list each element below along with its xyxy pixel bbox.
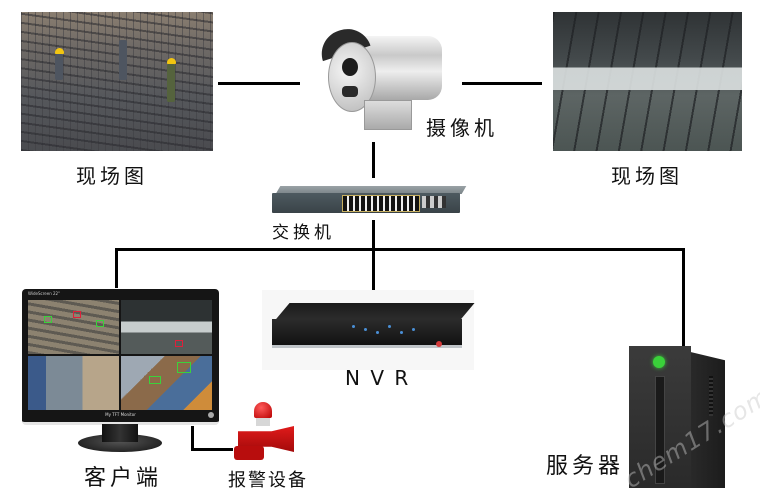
camera-ir-light-icon bbox=[342, 86, 358, 97]
server-logo-icon bbox=[653, 356, 665, 368]
worker-figure bbox=[55, 54, 63, 80]
monitor-icon: WideScreen 22" My TFT Monitor bbox=[22, 289, 219, 425]
server-front-strip bbox=[655, 376, 665, 484]
scene-left-label: 现场图 bbox=[76, 164, 148, 188]
nvr-led bbox=[376, 331, 379, 334]
video-feed-2 bbox=[121, 300, 212, 354]
nvr-led bbox=[388, 325, 391, 328]
edge-switch-trunk bbox=[372, 220, 375, 296]
scene-right-label: 现场图 bbox=[611, 164, 683, 188]
monitor-brand-text: WideScreen 22" bbox=[28, 291, 60, 296]
alarm-beacon-neck bbox=[256, 418, 270, 426]
camera-mount bbox=[364, 100, 412, 130]
nvr-led bbox=[400, 331, 403, 334]
switch-label: 交换机 bbox=[272, 223, 335, 243]
nvr-power-icon bbox=[436, 341, 442, 347]
alarm-beacon-light bbox=[254, 402, 272, 418]
video-feed-3 bbox=[28, 356, 119, 410]
edge-bus-to-client bbox=[115, 248, 118, 288]
scene-photo-construction bbox=[21, 12, 213, 151]
switch-sfp-ports bbox=[422, 196, 446, 208]
alarm-label: 报警设备 bbox=[228, 470, 308, 491]
server-side-panel bbox=[689, 351, 725, 488]
tower-server-icon bbox=[629, 346, 725, 488]
alarm-base bbox=[234, 446, 264, 460]
camera-label: 摄像机 bbox=[426, 116, 498, 140]
server-label: 服务器 bbox=[546, 454, 625, 479]
detect-box-green bbox=[149, 376, 161, 384]
camera-lens-icon bbox=[342, 58, 358, 76]
scene-photo-warehouse bbox=[553, 12, 742, 151]
monitor-power-icon bbox=[208, 412, 214, 418]
detect-box-green bbox=[44, 316, 52, 323]
nvr-led bbox=[412, 328, 415, 331]
switch-ports bbox=[342, 195, 420, 212]
explosion-proof-camera-icon bbox=[315, 22, 444, 130]
edge-client-alarm-v bbox=[191, 426, 194, 450]
alarm-siren-icon bbox=[232, 402, 298, 464]
nvr-led bbox=[352, 325, 355, 328]
edge-scene-left-camera bbox=[218, 82, 300, 85]
edge-camera-switch bbox=[372, 142, 375, 178]
video-feed-1 bbox=[28, 300, 119, 354]
edge-client-alarm-h bbox=[191, 448, 233, 451]
monitor-stand-base bbox=[78, 434, 162, 452]
detect-box-red bbox=[73, 311, 81, 318]
helmet-icon bbox=[167, 58, 176, 64]
edge-bus-horizontal bbox=[115, 248, 684, 251]
video-feed-4 bbox=[121, 356, 212, 410]
nvr-recorder-icon bbox=[272, 303, 475, 365]
edge-camera-scene-right bbox=[462, 82, 542, 85]
detect-box-green bbox=[177, 362, 191, 373]
nvr-front bbox=[272, 319, 462, 348]
helmet-icon bbox=[55, 48, 64, 54]
server-vent bbox=[709, 376, 713, 416]
monitor-stand-neck bbox=[102, 424, 138, 442]
edge-bus-to-server bbox=[682, 248, 685, 346]
nvr-label: N V R bbox=[345, 366, 411, 390]
monitor-screen bbox=[28, 300, 212, 410]
worker-figure bbox=[119, 40, 127, 80]
client-label: 客户端 bbox=[84, 466, 163, 491]
worker-figure bbox=[167, 64, 175, 102]
detect-box-red bbox=[175, 340, 183, 347]
network-switch-icon bbox=[270, 186, 467, 214]
detect-box-green bbox=[96, 320, 104, 327]
monitor-model-text: My TFT Monitor bbox=[105, 412, 136, 417]
nvr-led bbox=[364, 328, 367, 331]
